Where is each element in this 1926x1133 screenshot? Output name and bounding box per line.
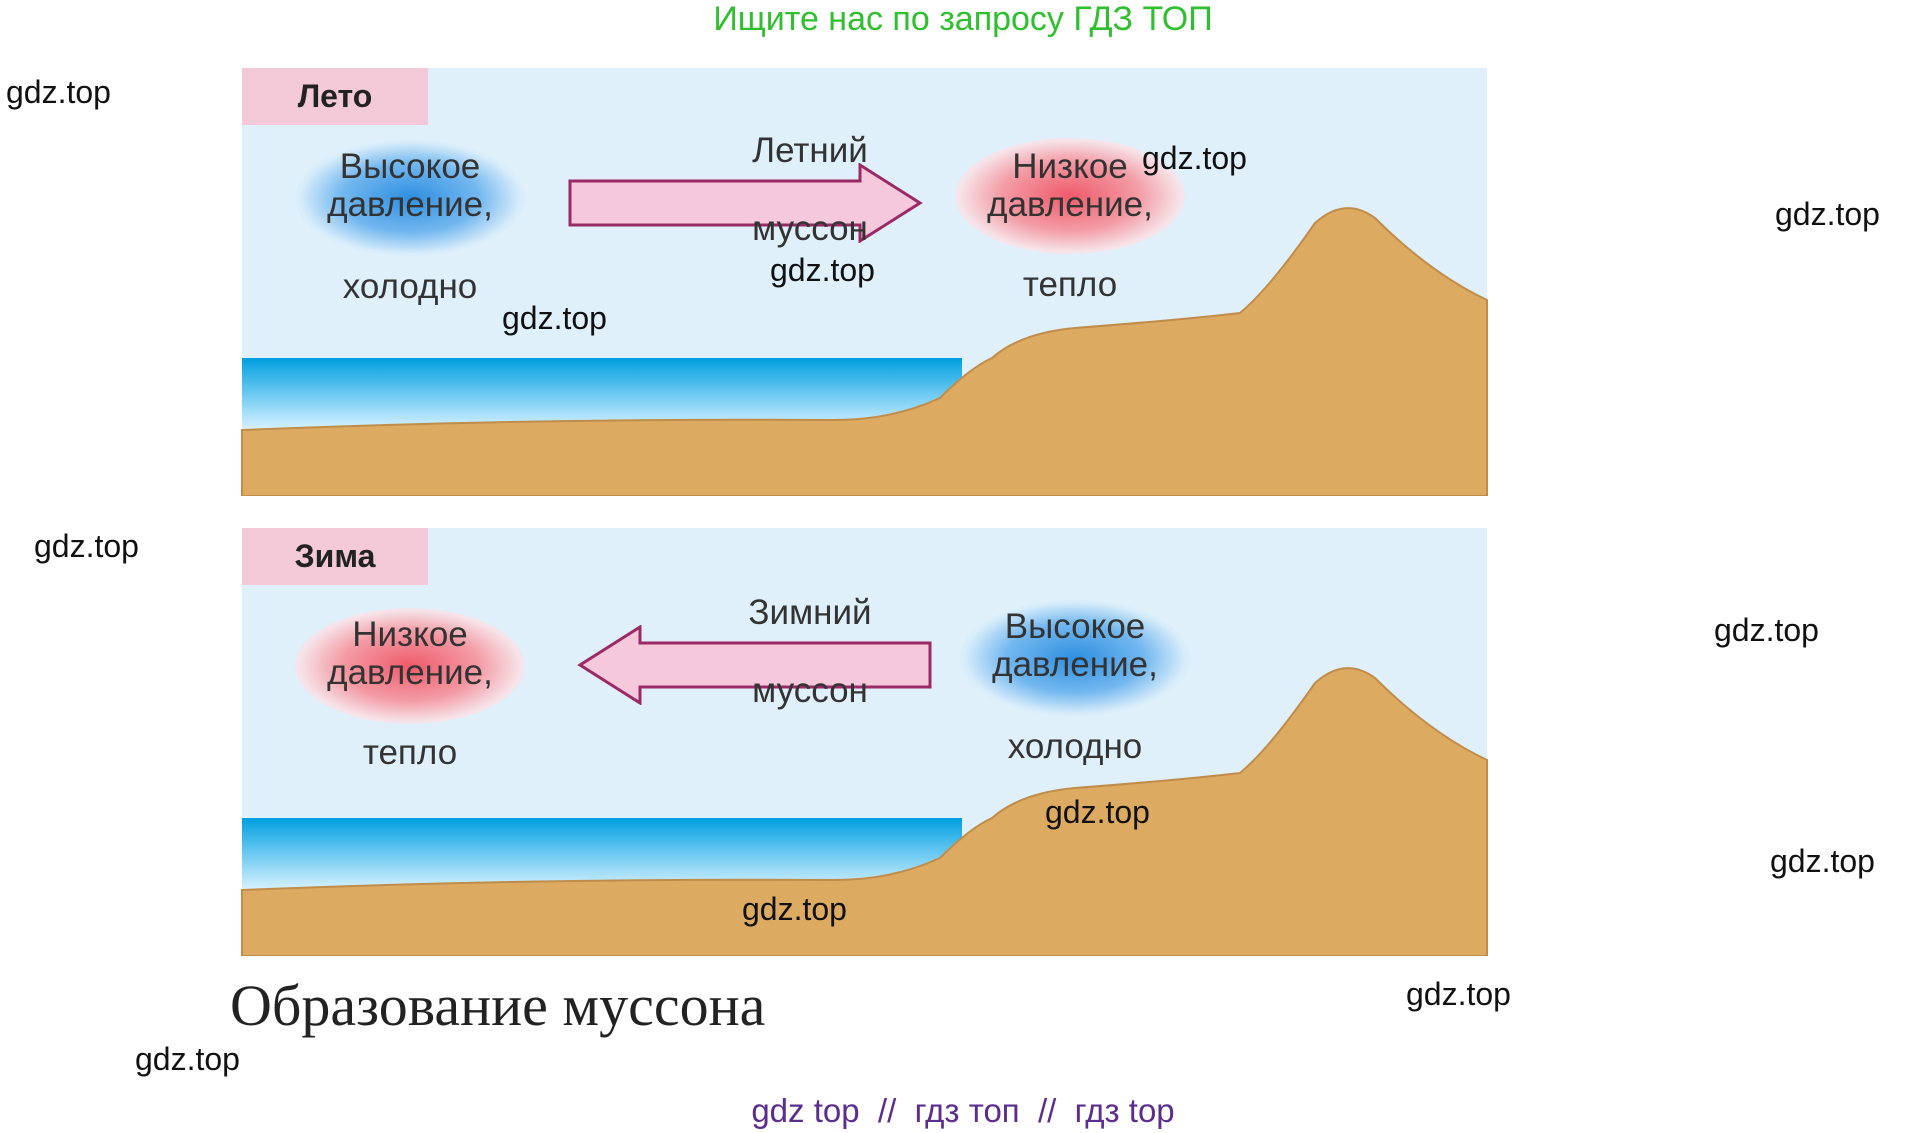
summer-left-line2: давление, xyxy=(327,185,493,224)
watermark: gdz.top xyxy=(1770,843,1875,879)
summer-left-temp: холодно xyxy=(342,267,478,306)
winter-left-temp: тепло xyxy=(362,733,458,772)
watermark: gdz.top xyxy=(742,891,847,927)
winter-panel: Зима Низкое давление, тепло Зимний муссо… xyxy=(240,528,1490,956)
winter-right-temp: холодно xyxy=(1007,727,1143,766)
watermark: gdz.top xyxy=(135,1041,240,1077)
winter-right-line1: Высокое xyxy=(1004,607,1146,646)
land xyxy=(241,207,1488,496)
watermark: gdz.top xyxy=(6,74,111,110)
footer-links[interactable]: gdz top // гдз топ // гдз top xyxy=(751,1092,1175,1129)
summer-right-line1: Низкое xyxy=(1012,147,1128,186)
watermark: gdz.top xyxy=(770,252,875,288)
watermark: gdz.top xyxy=(1045,794,1150,830)
sea xyxy=(242,358,962,428)
winter-title: Зима xyxy=(242,528,428,585)
low-pressure-zone xyxy=(295,608,525,724)
winter-wind-type: муссон xyxy=(752,671,868,710)
sea xyxy=(242,818,962,888)
summer-arrow xyxy=(568,163,923,243)
winter-wind-name: Зимний xyxy=(748,593,872,632)
summer-left-line1: Высокое xyxy=(339,147,481,186)
high-pressure-zone xyxy=(295,140,525,256)
low-pressure-zone xyxy=(955,138,1185,254)
summer-wind-name: Летний xyxy=(752,131,868,170)
summer-title: Лето xyxy=(242,68,428,125)
watermark: gdz.top xyxy=(1142,140,1247,176)
watermark: gdz.top xyxy=(1714,612,1819,648)
summer-right-line2: давление, xyxy=(987,185,1153,224)
winter-right-line2: давление, xyxy=(992,645,1158,684)
high-pressure-zone xyxy=(960,600,1190,716)
winter-landscape xyxy=(241,528,1488,956)
search-hint[interactable]: Ищите нас по запросу ГДЗ ТОП xyxy=(713,0,1213,38)
summer-panel: Лето Высокое давление, холодно Летний му… xyxy=(240,68,1490,496)
diagram-caption: Образование муссона xyxy=(230,973,766,1038)
winter-left-line2: давление, xyxy=(327,653,493,692)
summer-wind-type: муссон xyxy=(752,209,868,248)
land xyxy=(241,667,1488,956)
summer-right-temp: тепло xyxy=(1022,265,1118,304)
watermark: gdz.top xyxy=(502,300,607,336)
watermark: gdz.top xyxy=(1775,196,1880,232)
winter-left-line1: Низкое xyxy=(352,615,468,654)
watermark: gdz.top xyxy=(1406,976,1511,1012)
winter-arrow xyxy=(577,625,932,705)
summer-landscape xyxy=(241,68,1488,496)
watermark: gdz.top xyxy=(34,528,139,564)
